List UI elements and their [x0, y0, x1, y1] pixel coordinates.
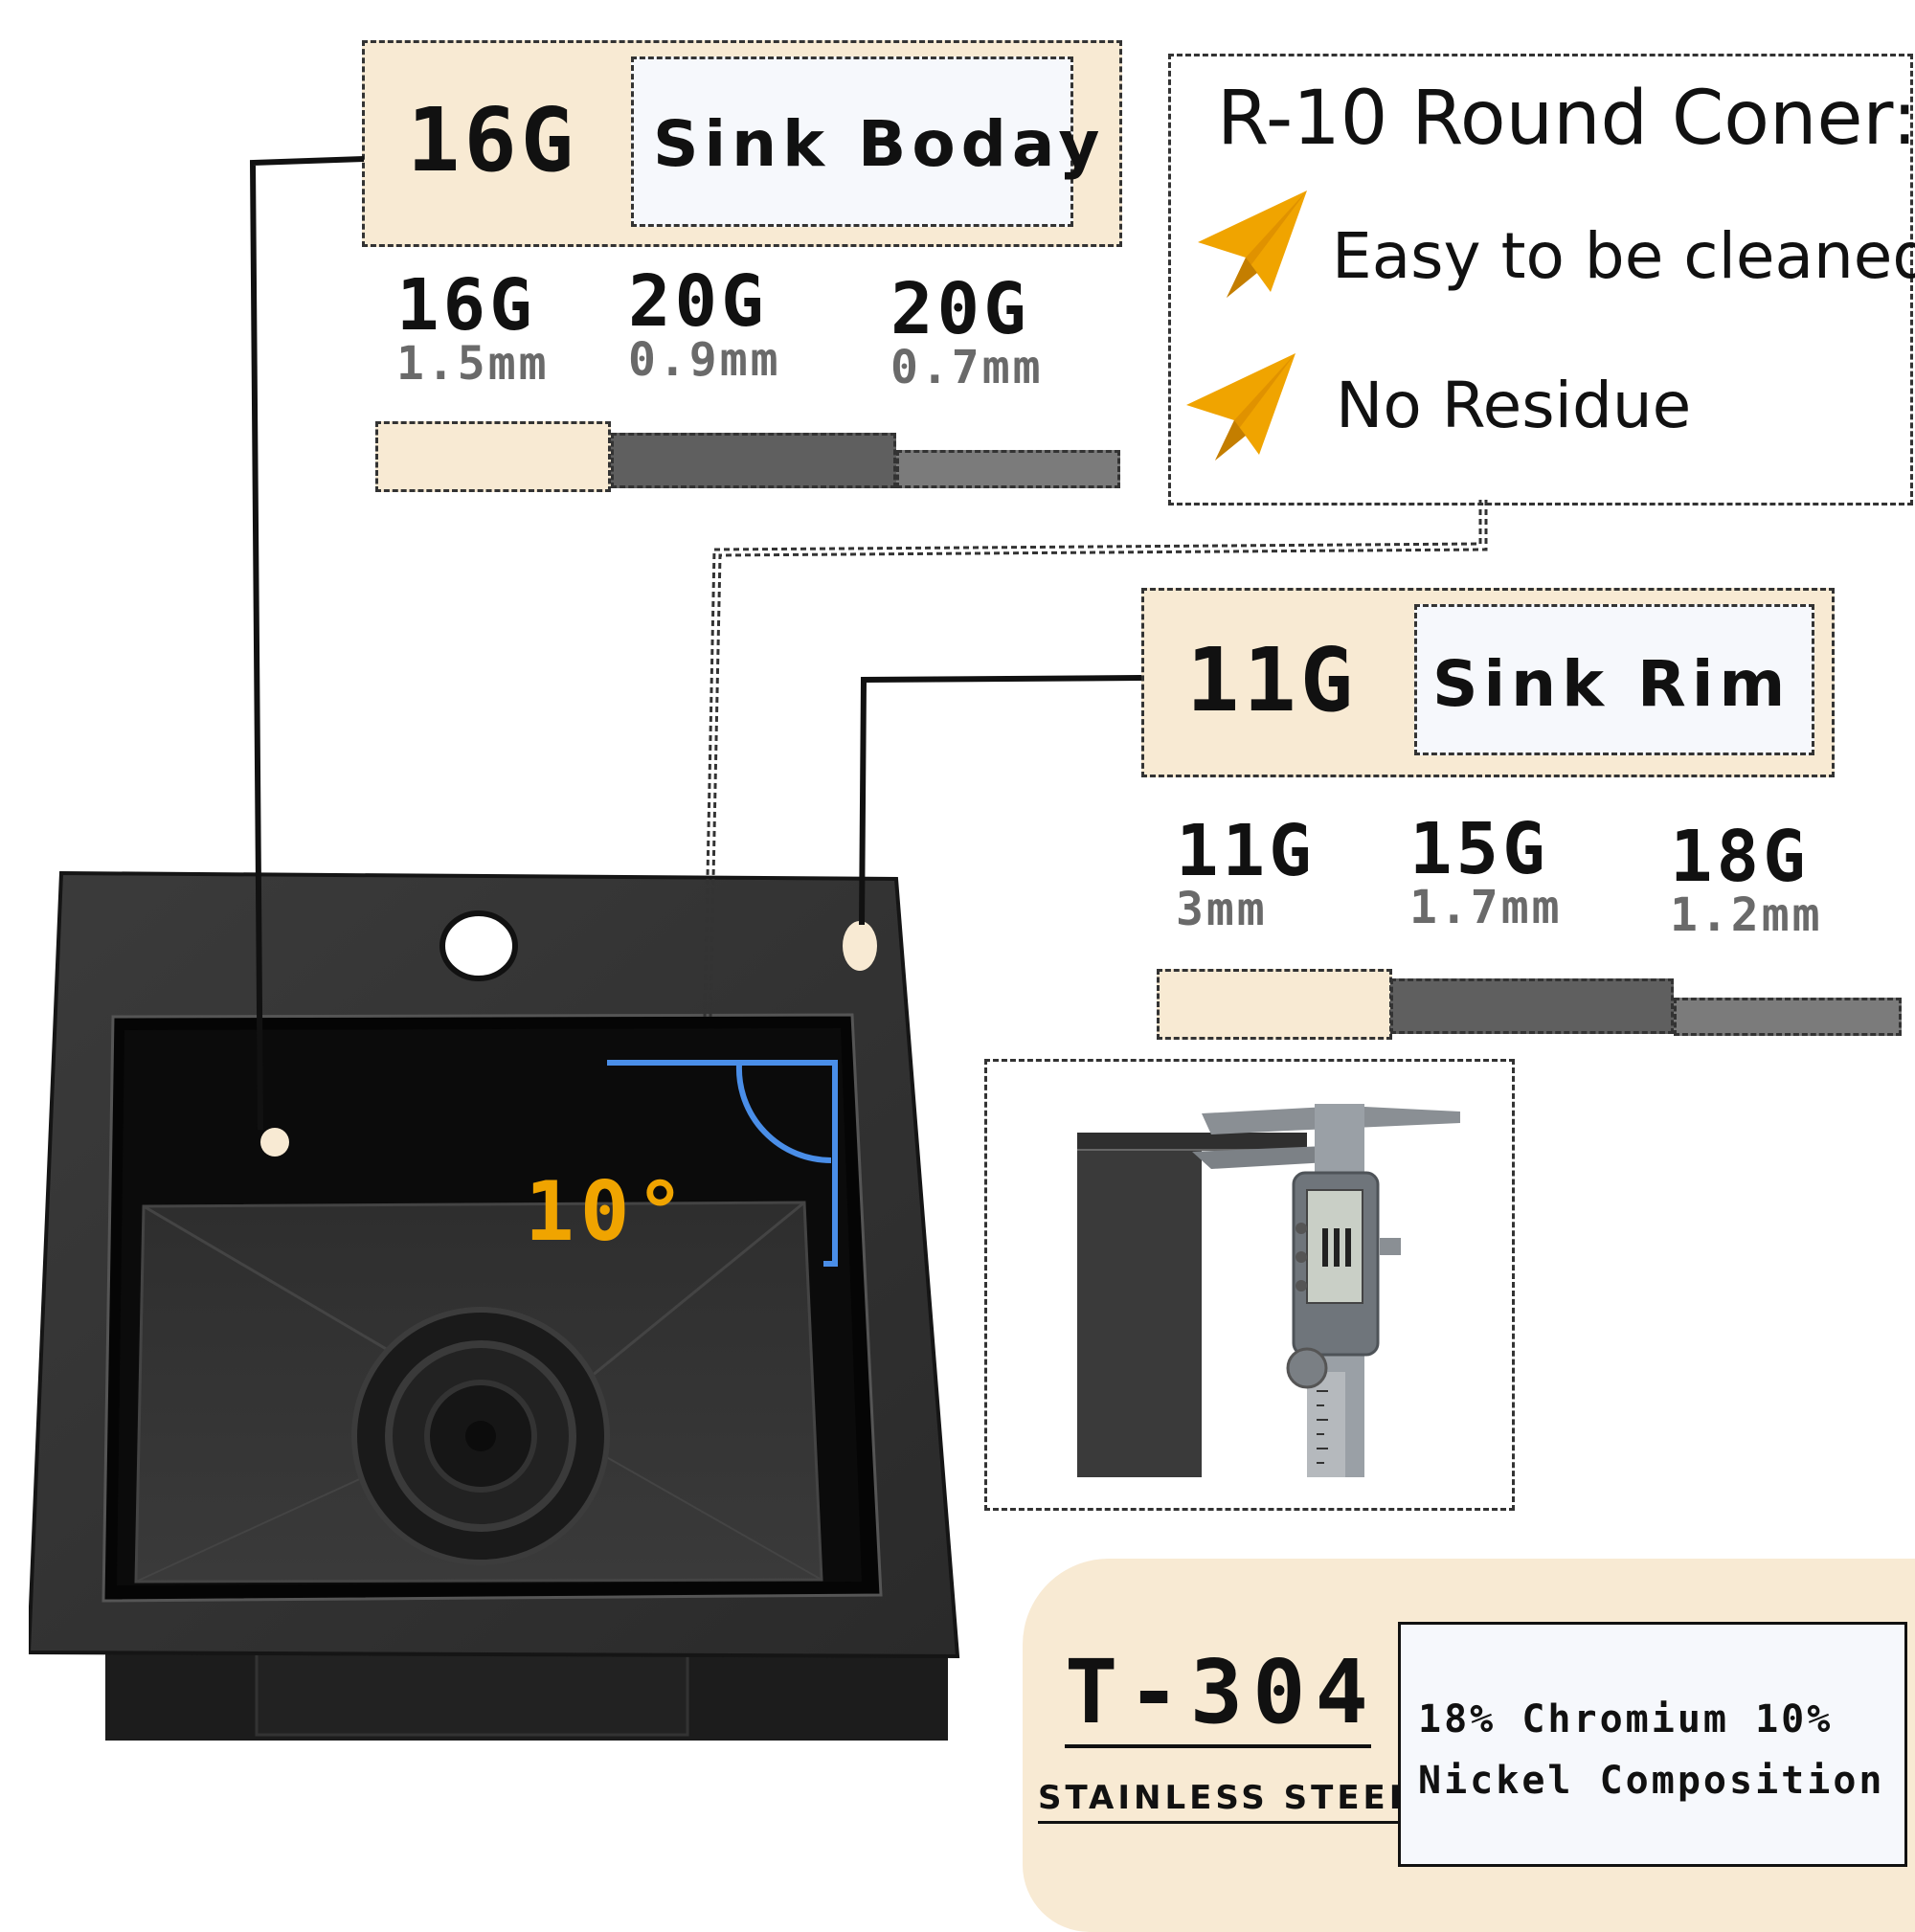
- rim-option-3-thickness: 1.2mm: [1670, 888, 1823, 942]
- rim-bar-1: [1157, 969, 1392, 1040]
- material-subtitle-underline: [1038, 1821, 1402, 1824]
- feature-easy-clean: Easy to be cleaned: [1332, 219, 1915, 293]
- sink-rim-gauge: 11G: [1186, 629, 1358, 731]
- body-bar-1: [375, 421, 611, 492]
- material-grade: T-304: [1065, 1641, 1378, 1743]
- body-option-2-thickness: 0.9mm: [628, 333, 781, 387]
- composition-line-2: Nickel Composition: [1418, 1759, 1885, 1803]
- sink-rim-label-box: Sink Rim: [1414, 604, 1814, 755]
- rim-option-1-gauge: 11G: [1176, 810, 1316, 892]
- body-option-3: 20G 0.7mm: [890, 268, 1044, 394]
- paper-plane-icon: [1198, 191, 1307, 298]
- body-bar-3: [896, 450, 1120, 488]
- composition-box: 18% Chromium 10% Nickel Composition: [1398, 1622, 1907, 1867]
- body-mark-dot: [260, 1128, 289, 1157]
- body-bar-2: [611, 433, 896, 488]
- corner-panel: R-10 Round Coner: Easy to be cleaned No …: [1168, 54, 1915, 505]
- rim-option-3: 18G 1.2mm: [1670, 816, 1823, 942]
- body-option-3-thickness: 0.7mm: [890, 341, 1044, 394]
- material-subtitle: STAINLESS STEEL: [1038, 1779, 1414, 1817]
- rim-option-2: 15G 1.7mm: [1409, 808, 1563, 934]
- sink-body-gauge: 16G: [407, 89, 578, 191]
- sink-body-label: Sink Boday: [653, 107, 1106, 181]
- caliper-photo-frame: [984, 1059, 1515, 1511]
- paper-plane-icon: [1186, 353, 1295, 461]
- sink-body-label-box: Sink Boday: [631, 56, 1099, 227]
- material-grade-underline: [1065, 1744, 1371, 1748]
- rim-option-2-thickness: 1.7mm: [1409, 881, 1563, 934]
- composition-line-1: 18% Chromium 10%: [1418, 1697, 1834, 1741]
- angle-label: 10°: [525, 1164, 691, 1260]
- rim-mark-dot: [843, 921, 877, 971]
- rim-option-3-gauge: 18G: [1670, 816, 1810, 898]
- body-option-2-gauge: 20G: [628, 260, 768, 343]
- body-option-1-gauge: 16G: [396, 264, 536, 347]
- corner-title: R-10 Round Coner:: [1217, 76, 1915, 162]
- body-option-2: 20G 0.9mm: [628, 260, 781, 387]
- body-option-1-thickness: 1.5mm: [396, 337, 550, 391]
- caliper-photo: [1077, 1104, 1470, 1477]
- rim-bar-3: [1674, 998, 1902, 1036]
- sink-rim-panel: 11G Sink Rim: [1141, 588, 1835, 777]
- body-option-1: 16G 1.5mm: [396, 264, 550, 391]
- rim-option-2-gauge: 15G: [1409, 808, 1549, 890]
- feature-no-residue: No Residue: [1336, 369, 1692, 442]
- rim-bar-2: [1390, 978, 1674, 1034]
- sink-body-panel: 16G Sink Boday: [362, 40, 1122, 247]
- rim-option-1: 11G 3mm: [1176, 810, 1316, 936]
- body-option-3-gauge: 20G: [890, 268, 1030, 350]
- sink-rim-label: Sink Rim: [1432, 647, 1791, 721]
- sink-illustration: [29, 870, 960, 1741]
